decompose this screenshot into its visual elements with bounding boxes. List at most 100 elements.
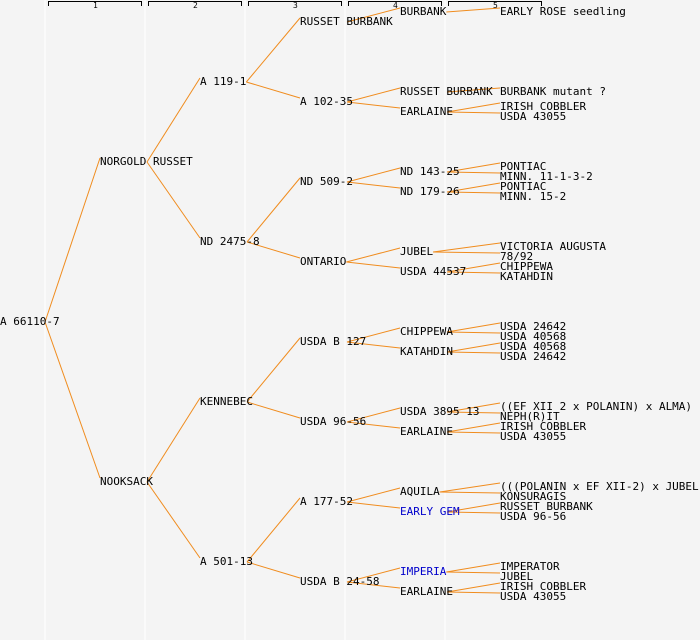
pedigree-edge	[446, 102, 501, 113]
cultivar-node: JUBEL	[400, 245, 434, 258]
cultivar-node: A 177-52	[300, 495, 353, 508]
pedigree-edge	[346, 7, 401, 23]
cultivar-node: RUSSET BURBANK	[500, 500, 593, 513]
cultivar-node: ND 2475-8	[200, 235, 260, 248]
cultivar-node: USDA 43055	[500, 590, 567, 603]
generation-bracket	[348, 1, 442, 6]
cultivar-node: AQUILA	[400, 485, 440, 498]
pedigree-edge	[446, 562, 501, 573]
pedigree-edge	[439, 491, 501, 494]
cultivar-node: (((POLANIN x EF XII-2) x JUBEL) x	[500, 480, 700, 493]
pedigree-edge	[446, 411, 501, 414]
pedigree-edge	[346, 261, 401, 269]
pedigree-edge	[346, 501, 401, 509]
generation-number: 4	[393, 1, 398, 10]
cultivar-node: EARLY ROSE seedling	[500, 5, 626, 18]
cultivar-node: VICTORIA AUGUSTA	[500, 240, 606, 253]
cultivar-node: BURBANK mutant ?	[500, 85, 606, 98]
cultivar-node: USDA 24642	[500, 320, 567, 333]
cultivar-link[interactable]: IMPERIA	[400, 565, 447, 578]
cultivar-node: KONSURAGIS	[500, 490, 567, 503]
cultivar-node: USDA 40568	[500, 340, 567, 353]
cultivar-node: USDA 43055	[500, 110, 567, 123]
pedigree-edge	[346, 101, 401, 109]
pedigree-edge	[44, 321, 101, 479]
generation-bracket	[448, 1, 542, 6]
pedigree-edge	[346, 421, 401, 429]
root-cultivar: A 66110-7	[0, 315, 60, 328]
pedigree-edge	[346, 487, 401, 503]
pedigree-edge	[446, 342, 501, 353]
cultivar-node: IRISH COBBLER	[500, 420, 587, 433]
cultivar-node: MINN. 15-2	[500, 190, 567, 203]
cultivar-node: RUSSET BURBANK	[300, 15, 393, 28]
pedigree-edge	[446, 591, 501, 594]
pedigree-edge	[446, 431, 501, 434]
cultivar-link[interactable]: EARLY GEM	[400, 505, 460, 518]
cultivar-node: IMPERATOR	[500, 560, 560, 573]
cultivar-node: USDA 96-56	[300, 415, 367, 428]
pedigree-edge	[346, 327, 401, 343]
pedigree-edge	[439, 482, 501, 493]
pedigree-edge	[146, 77, 201, 163]
pedigree-edge	[446, 582, 501, 593]
pedigree-edge	[446, 511, 501, 514]
pedigree-edge	[146, 481, 201, 559]
cultivar-node: PONTIAC	[500, 160, 547, 173]
pedigree-edge	[446, 111, 501, 114]
pedigree-edge	[446, 87, 501, 93]
generation-number: 5	[493, 1, 498, 10]
cultivar-node: A 119-1	[200, 75, 247, 88]
pedigree-edge	[346, 407, 401, 423]
pedigree-edge	[446, 7, 501, 13]
pedigree-edge	[446, 502, 501, 513]
generation-bracket	[48, 1, 142, 6]
cultivar-node: USDA 3895 13	[400, 405, 480, 418]
pedigree-edge	[246, 337, 301, 403]
cultivar-node: JUBEL	[500, 570, 534, 583]
cultivar-node: KENNEBEC	[200, 395, 253, 408]
pedigree-edge	[146, 397, 201, 483]
cultivar-node: KATAHDIN	[400, 345, 453, 358]
pedigree-edge	[446, 271, 501, 274]
cultivar-node: MINN. 11-1-3-2	[500, 170, 593, 183]
cultivar-node: CHIPPEWA	[500, 260, 553, 273]
pedigree-edge	[346, 247, 401, 263]
pedigree-edge	[346, 341, 401, 349]
cultivar-node: ND 143-25	[400, 165, 460, 178]
pedigree-edge	[346, 581, 401, 589]
cultivar-node: ((EF XII 2 x POLANIN) x ALMA)	[500, 400, 693, 413]
pedigree-edge	[446, 571, 501, 574]
pedigree-edge	[246, 177, 301, 243]
cultivar-node: NORGOLD RUSSET	[100, 155, 193, 168]
cultivar-node: USDA 43055	[500, 430, 567, 443]
pedigree-edge	[246, 81, 301, 99]
pedigree-edge	[346, 167, 401, 183]
generation-number: 2	[193, 1, 198, 10]
pedigree-edge	[446, 331, 501, 334]
cultivar-node: ONTARIO	[300, 255, 347, 268]
pedigree-edge	[246, 401, 301, 419]
cultivar-node: IRISH COBBLER	[500, 100, 587, 113]
pedigree-edge	[346, 181, 401, 189]
cultivar-node: KATAHDIN	[500, 270, 553, 283]
generation-number: 3	[293, 1, 298, 10]
pedigree-edge	[346, 567, 401, 583]
cultivar-node: A 102-35	[300, 95, 353, 108]
pedigree-edge	[446, 171, 501, 174]
cultivar-node: A 501-13	[200, 555, 253, 568]
pedigree-edge	[446, 191, 501, 194]
cultivar-node: ND 179-26	[400, 185, 460, 198]
pedigree-edge	[446, 182, 501, 193]
cultivar-node: EARLAINE	[400, 425, 453, 438]
cultivar-node: USDA 44537	[400, 265, 467, 278]
cultivar-node: USDA B 127	[300, 335, 367, 348]
pedigree-edge	[433, 251, 501, 254]
cultivar-node: EARLAINE	[400, 105, 453, 118]
cultivar-node: NEPH(R)IT	[500, 410, 560, 423]
pedigree-edge	[433, 242, 501, 253]
pedigree-edge	[446, 351, 501, 354]
cultivar-node: 78/92	[500, 250, 534, 263]
generation-number: 1	[93, 1, 98, 10]
